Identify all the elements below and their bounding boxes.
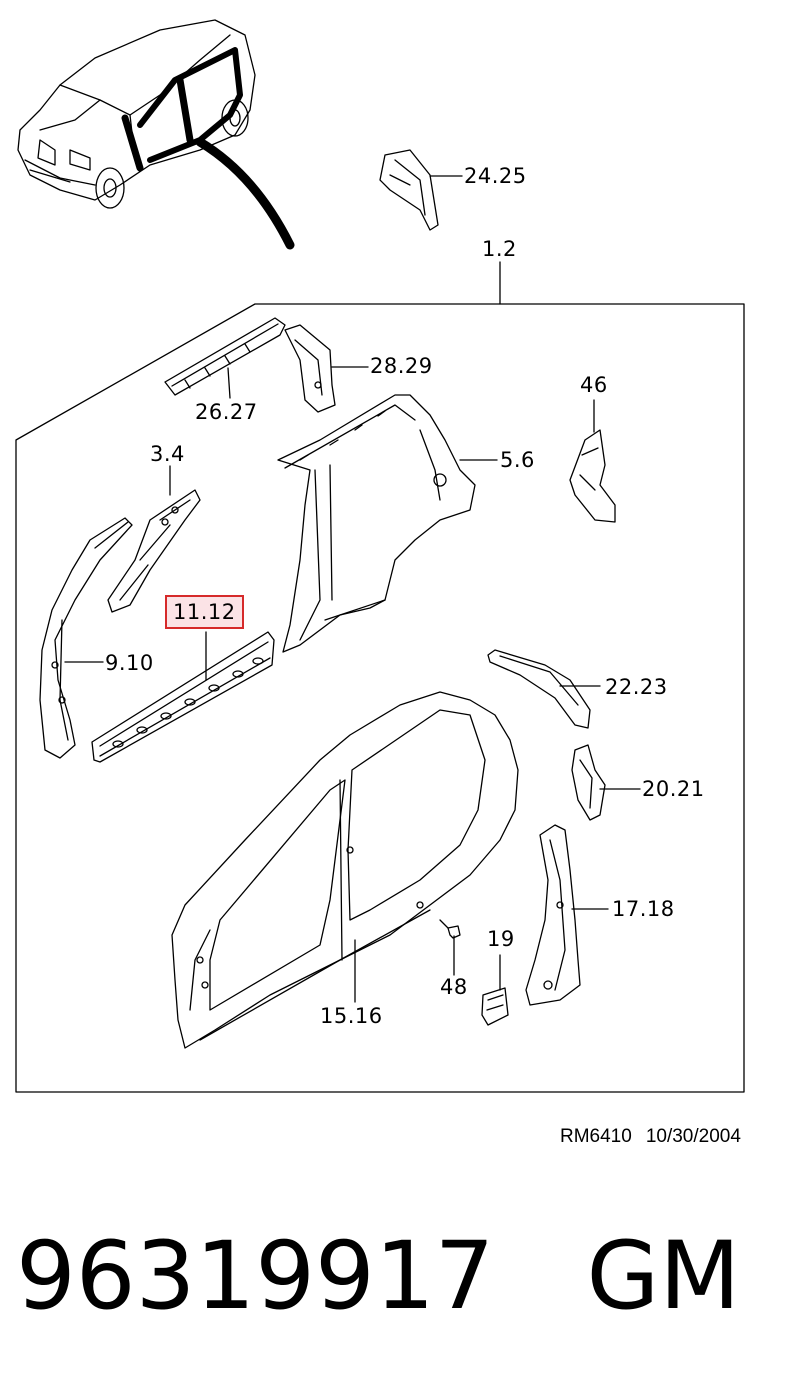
callout-26-27: 26.27: [195, 400, 258, 424]
callout-22-23: 22.23: [605, 675, 668, 699]
callout-46: 46: [580, 373, 608, 397]
callout-5-6: 5.6: [500, 448, 535, 472]
callout-11-12-highlighted[interactable]: 11.12: [165, 595, 244, 629]
brand-name: GM: [586, 1222, 741, 1331]
part-26-27: [164, 317, 286, 399]
callout-24-25: 24.25: [464, 164, 527, 188]
car-overview-illustration: [17, 19, 295, 250]
part-22-23: [487, 649, 601, 729]
part-3-4: [107, 465, 201, 613]
callout-9-10: 9.10: [105, 651, 154, 675]
part-17-18: [525, 824, 609, 1006]
part-11-12: [91, 631, 275, 763]
diagram-reference: RM6410 10/30/2004: [560, 1126, 741, 1148]
assembly-boundary: [15, 303, 745, 1093]
part-15-16: [171, 691, 519, 1049]
part-9-10: [39, 517, 133, 759]
part-28-29: [284, 324, 369, 413]
callout-1-2: 1.2: [482, 237, 517, 261]
callout-3-4: 3.4: [150, 442, 185, 466]
part-48: [439, 919, 461, 976]
callout-28-29: 28.29: [370, 354, 433, 378]
part-20-21: [571, 744, 641, 821]
callout-17-18: 17.18: [612, 897, 675, 921]
part-number-line: 96319917 GM: [16, 1222, 740, 1332]
reference-date: 10/30/2004: [645, 1126, 741, 1147]
part-5-6: [277, 394, 498, 653]
part-19: [481, 954, 509, 1026]
callout-15-16: 15.16: [320, 1004, 383, 1028]
callout-19: 19: [487, 927, 515, 951]
callout-20-21: 20.21: [642, 777, 705, 801]
part-24-25: [379, 149, 463, 231]
part-46: [569, 399, 616, 523]
reference-code: RM6410: [560, 1126, 632, 1147]
part-number: 96319917: [16, 1222, 495, 1331]
callout-48: 48: [440, 975, 468, 999]
